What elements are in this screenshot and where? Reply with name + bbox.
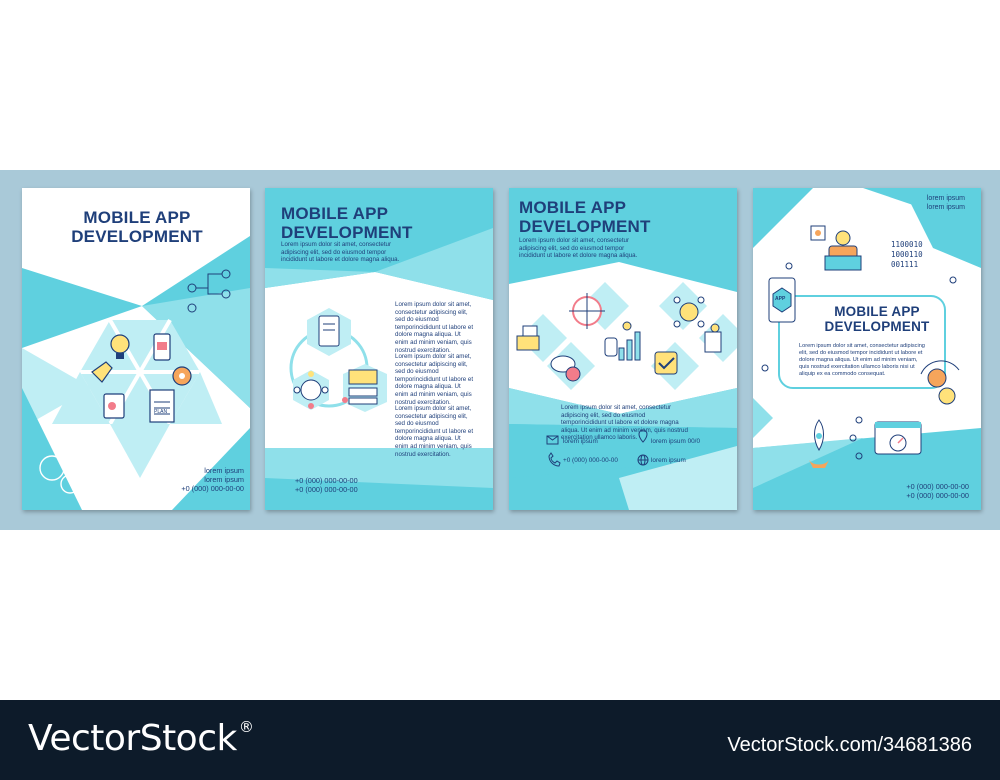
flowchart-icon: [187, 269, 231, 313]
brochure-page-1: MOBILE APP DEVELOPMENT PLAN lorem ipsum …: [22, 188, 250, 510]
gear-phone-icon: [172, 366, 192, 386]
page-4-top-lines: lorem ipsum lorem ipsum: [903, 194, 965, 212]
binary-line-1: 1100010: [891, 240, 923, 249]
page-4-phones: +0 (000) 000-00-00 +0 (000) 000-00-00: [873, 482, 969, 500]
page-1-background: [22, 188, 250, 510]
growth-chart-icon: [618, 321, 641, 361]
page-2-phones: +0 (000) 000-00-00 +0 (000) 000-00-00: [295, 476, 358, 494]
checkmark-box-icon: [654, 351, 678, 375]
brochure-page-3: MOBILE APP DEVELOPMENT Lorem ipsum dolor…: [509, 188, 737, 510]
page-3-title: MOBILE APP DEVELOPMENT: [519, 198, 651, 236]
contact-line-3: +0 (000) 000-00-00: [181, 484, 244, 493]
fist-icon: [604, 337, 618, 357]
phone-2: +0 (000) 000-00-00: [295, 485, 358, 494]
vectorstock-logo: VectorStock®: [28, 718, 254, 759]
phone-icon: [548, 452, 561, 467]
page-2-paragraph-1: Lorem ipsum dolor sit amet, consectetur …: [395, 301, 474, 354]
connector-dots: [761, 262, 957, 460]
page-3-web: lorem ipsum: [651, 457, 686, 464]
developer-person-icon: [824, 230, 862, 271]
document-gear-icon: [704, 323, 722, 353]
binary-line-2: 1000110: [891, 250, 923, 259]
page-3-phone: +0 (000) 000-00-00: [563, 457, 618, 464]
binary-code: 1100010 1000110 001111: [891, 240, 923, 270]
phone-touch-icon: [153, 333, 171, 361]
gears-cycle-icon: [920, 360, 960, 405]
page-2-background: [265, 188, 493, 510]
info-frame: [778, 295, 946, 389]
page-1-title: MOBILE APP DEVELOPMENT: [71, 208, 203, 246]
page-2-paragraph-3: Lorem ipsum dolor sit amet, consectetur …: [395, 405, 474, 458]
location-pin-icon: [638, 429, 648, 443]
wrench-icon: [91, 361, 113, 383]
binary-line-3: 001111: [891, 260, 919, 269]
page-4-title: MOBILE APP DEVELOPMENT: [824, 304, 930, 334]
code-target-icon: [569, 293, 605, 329]
registered-mark: ®: [238, 718, 254, 736]
lightbulb-gear-icon: [110, 334, 130, 359]
watermark-footer: [0, 700, 1000, 780]
phone-1: +0 (000) 000-00-00: [906, 482, 969, 491]
page-3-body: Lorem ipsum dolor sit amet, consectetur …: [561, 404, 688, 442]
page-3-email: lorem ipsum: [563, 438, 598, 445]
page-2-paragraph-2: Lorem ipsum dolor sit amet, consectetur …: [395, 353, 474, 406]
open-box-icon: [516, 325, 540, 351]
settings-gear-icon: [810, 225, 826, 241]
page-3-background: [509, 188, 737, 510]
brochure-page-2: MOBILE APP DEVELOPMENT Lorem ipsum dolor…: [265, 188, 493, 510]
page-2-intro: Lorem ipsum dolor sit amet, consectetur …: [281, 241, 400, 264]
plan-checklist-icon: [149, 389, 175, 423]
layout-wireframe-icon: [342, 364, 387, 412]
email-icon: [546, 435, 559, 445]
logo-text: VectorStock: [28, 718, 237, 759]
contact-line-2: lorem ipsum: [204, 475, 244, 484]
page-3-intro: Lorem ipsum dolor sit amet, consectetur …: [519, 237, 638, 260]
design-tablet-icon: [103, 393, 125, 419]
page-4-body: Lorem ipsum dolor sit amet, consectetur …: [799, 343, 925, 377]
speed-browser-icon: [874, 421, 922, 455]
top-line-2: lorem ipsum: [926, 204, 965, 211]
dollar-gear-icon: [39, 455, 80, 494]
globe-icon: [637, 454, 649, 466]
phone-wireframe-icon: [307, 308, 351, 356]
network-nodes-icon: [673, 296, 705, 328]
rocket-icon: [809, 419, 829, 468]
page-2-title: MOBILE APP DEVELOPMENT: [281, 204, 413, 242]
stock-id: VectorStock.com/34681386: [727, 734, 972, 756]
plan-label: PLAN: [154, 409, 168, 415]
process-steps-icon: [293, 370, 329, 410]
brochure-page-4: lorem ipsum lorem ipsum 1100010 1000110 …: [753, 188, 981, 510]
chat-bubbles-icon: [550, 355, 581, 382]
page-4-background: [753, 188, 981, 510]
app-label: APP: [775, 296, 786, 302]
app-phone-icon: [768, 277, 796, 323]
contact-line-1: lorem ipsum: [204, 466, 244, 475]
phone-2: +0 (000) 000-00-00: [906, 491, 969, 500]
phone-1: +0 (000) 000-00-00: [295, 476, 358, 485]
top-line-1: lorem ipsum: [926, 195, 965, 202]
page-1-contacts: lorem ipsum lorem ipsum +0 (000) 000-00-…: [164, 466, 244, 493]
page-3-location: lorem ipsum 00/0: [651, 438, 701, 445]
